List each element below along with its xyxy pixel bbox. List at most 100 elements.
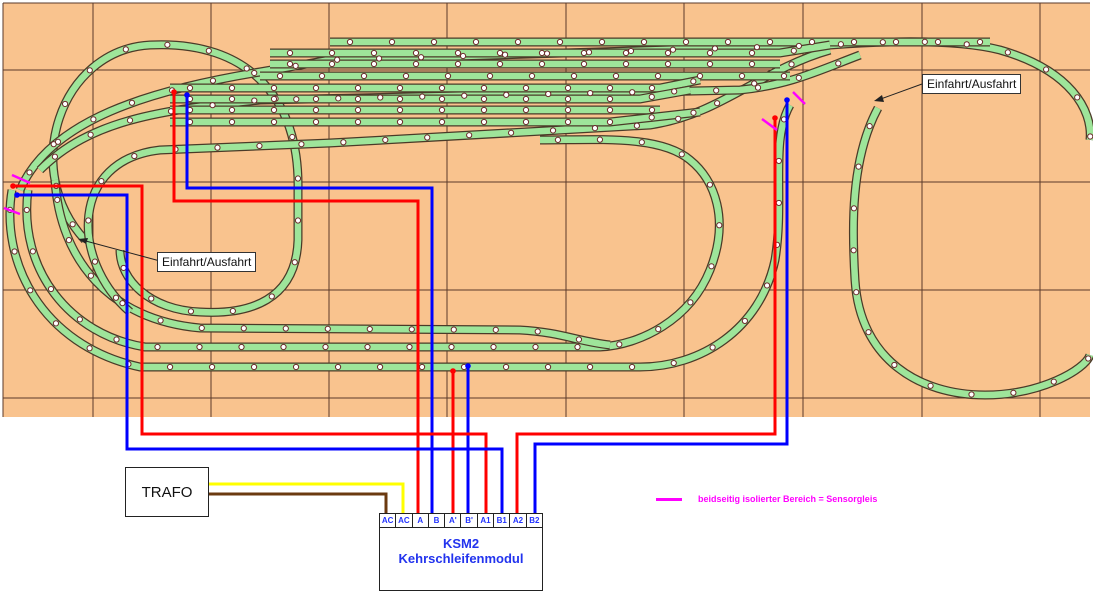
track-joint [196,343,203,351]
track-joint [963,41,970,48]
track-joint [268,293,275,300]
terminal-a2: A2 [510,514,527,527]
track-joint [850,205,858,212]
track-joint [622,49,630,57]
track-joint [438,106,446,114]
track-joint [126,117,134,124]
track-joint [187,308,195,315]
track-joint [29,248,36,255]
track-joint [853,289,860,296]
track-joint [294,217,302,224]
track-joint [424,134,431,141]
track-joint [131,152,138,160]
track-joint [54,138,62,145]
track-joint [622,60,630,68]
wire-end-dot [772,115,778,121]
track-joint [648,114,655,121]
terminal-ac-1: AC [380,514,397,527]
arrow-line-right [877,83,923,101]
track-joint [682,38,690,46]
track-joint [438,84,446,92]
terminal-b-prime: B' [461,514,478,527]
track-joint [164,41,171,48]
wire-end-dot [784,97,790,103]
wire-b [185,95,434,513]
track-joint [240,325,247,332]
wire-end-dot [14,192,20,198]
track-joint [556,38,564,46]
track-joint [312,118,320,126]
track-joint [627,47,635,55]
track-joint [716,222,723,229]
track-joint [276,72,284,80]
track-joint [835,60,842,67]
track-joint [575,336,583,343]
track-joint [294,175,302,182]
track-joint [763,282,771,289]
track-joint [270,84,278,92]
track-joint [1087,133,1093,140]
track-joint [376,363,384,371]
track-joint [564,84,572,92]
track-joint [503,91,510,98]
track-joint [228,84,236,92]
terminal-b: B [429,514,446,527]
track-joint [444,72,452,80]
track-joint [23,206,30,214]
track-joint [528,72,536,80]
track-joint [256,142,263,150]
track-joint [790,47,797,54]
wire-a2 [515,118,777,513]
track-segment [850,106,1093,399]
track-joint [788,61,795,68]
track-joint [438,95,446,103]
track-joint [318,72,326,80]
track-joint [354,95,362,103]
track-joint [346,38,354,46]
track-joint [596,136,604,143]
terminal-strip: AC AC A B A' B' A1 B1 A2 B2 [380,514,542,528]
track-joint [714,100,721,107]
track-joint [198,324,205,332]
track-joint [382,136,389,143]
track-joint [412,60,420,68]
track-joint [270,106,278,114]
arrowhead-right [874,95,884,102]
track-joint [122,46,129,53]
terminal-a1: A1 [478,514,495,527]
track-joint [26,169,33,176]
track-joint [775,199,782,207]
track-joint [606,106,614,114]
terminal-b1: B1 [494,514,511,527]
track-joint [738,72,746,80]
track-joint [850,38,858,46]
track-joint [312,95,320,103]
track-joint [502,363,510,371]
track-joint [514,38,522,46]
track-joint [282,325,289,332]
track-joint [616,341,623,348]
track-joint [292,62,299,69]
track-joint [538,49,546,57]
track-joint [670,359,677,367]
isolation-mark [3,206,21,216]
track-joint [545,90,552,98]
track-joint [538,60,546,68]
track-joint [209,102,216,109]
track-joint [690,78,697,85]
track-joint [354,118,362,126]
track-joint [522,95,530,103]
track-joint [724,38,732,46]
track-joint [312,84,320,92]
track-joint [251,69,258,77]
track-joint [52,320,60,327]
track-joint [1043,66,1050,73]
track-joint [472,38,480,46]
track-joint [354,106,362,114]
track-joint [638,139,645,146]
track-joint [113,336,120,343]
track-joint [708,263,715,270]
track-joint [418,363,426,371]
wire-end-dot [450,368,456,374]
track-joint [927,382,934,389]
